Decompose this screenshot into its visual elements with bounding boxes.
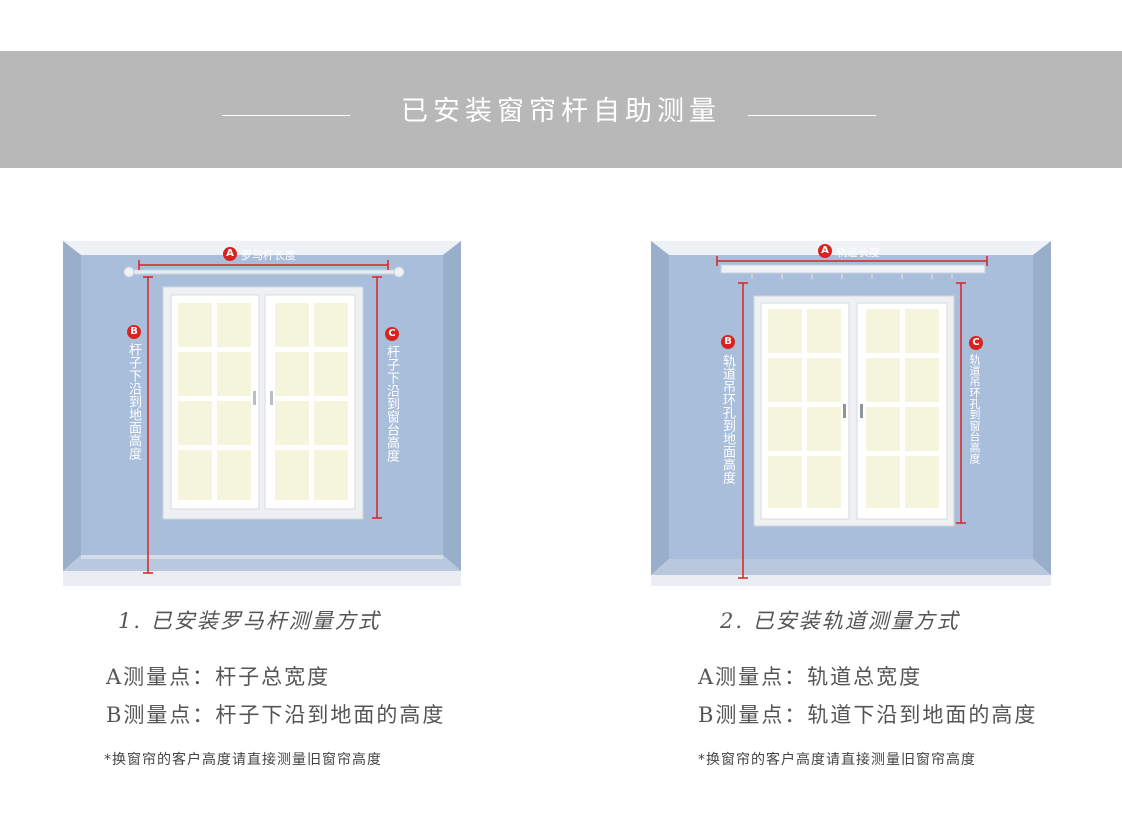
label-rod-length: 罗马杆长度 bbox=[241, 249, 296, 262]
left-caption: 1. 已安装罗马杆测量方式 bbox=[118, 609, 381, 633]
page-title: 已安装窗帘杆自助测量 bbox=[401, 96, 721, 127]
badge-a: A bbox=[223, 247, 237, 261]
label-rod-to-floor: 杆子下沿到地面高度 bbox=[126, 343, 141, 460]
left-point-a: A测量点：杆子总宽度 bbox=[106, 665, 331, 689]
track-room-illustration bbox=[651, 241, 1051, 586]
right-point-a: A测量点：轨道总宽度 bbox=[698, 665, 923, 689]
badge-a: A bbox=[818, 244, 832, 258]
roman-rod-room-illustration bbox=[63, 241, 461, 586]
label-rod-to-sill: 杆子下沿到窗台高度 bbox=[384, 345, 399, 462]
banner-line-right bbox=[748, 115, 876, 116]
right-point-b: B测量点：轨道下沿到地面的高度 bbox=[698, 703, 1038, 727]
badge-c: C bbox=[385, 327, 399, 341]
left-panel: A 罗马杆长度 B 杆子下沿到地面高度 C 杆子下沿到窗台高度 bbox=[63, 241, 461, 586]
left-note: *换窗帘的客户高度请直接测量旧窗帘高度 bbox=[104, 752, 382, 768]
label-track-to-sill: 轨道吊环孔到窗台高度 bbox=[968, 354, 981, 464]
right-panel: A 轨道长度 B 轨道吊环孔到地面高度 C 轨道吊环孔到窗台高度 bbox=[651, 241, 1051, 586]
label-track-length: 轨道长度 bbox=[836, 246, 880, 259]
label-track-to-floor: 轨道吊环孔到地面高度 bbox=[720, 354, 735, 484]
badge-b: B bbox=[721, 335, 735, 349]
left-point-b: B测量点：杆子下沿到地面的高度 bbox=[106, 703, 446, 727]
right-caption: 2. 已安装轨道测量方式 bbox=[720, 609, 960, 633]
header-banner: 已安装窗帘杆自助测量 bbox=[0, 51, 1122, 168]
right-note: *换窗帘的客户高度请直接测量旧窗帘高度 bbox=[698, 752, 976, 768]
banner-line-left bbox=[222, 115, 350, 116]
badge-b: B bbox=[127, 325, 141, 339]
badge-c: C bbox=[969, 336, 983, 350]
